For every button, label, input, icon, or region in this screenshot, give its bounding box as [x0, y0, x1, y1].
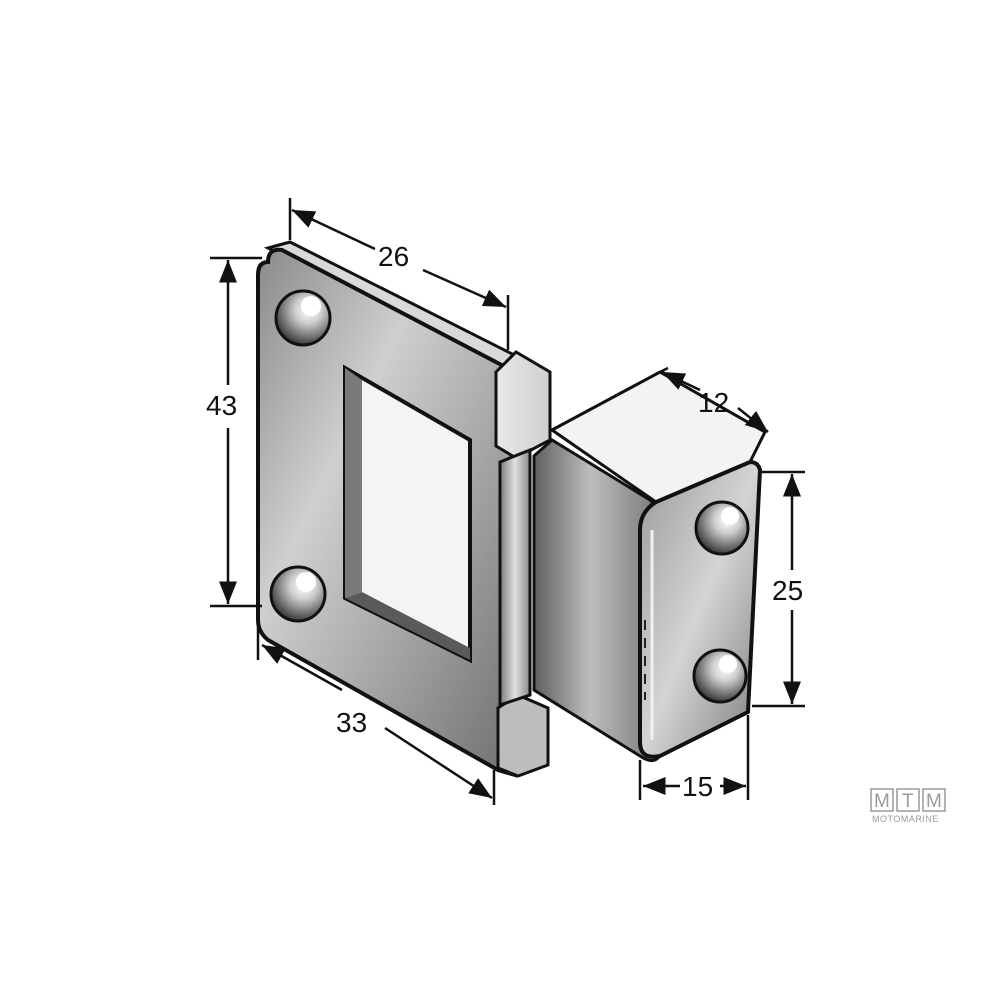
hole-bottom-left-icon	[269, 565, 327, 623]
dimension-label-12: 12	[698, 387, 729, 418]
left-leaf-upper-block	[494, 350, 552, 460]
dimension-label-26: 26	[378, 241, 409, 272]
right-leaf-top-face	[549, 370, 767, 504]
dimension-label-43: 43	[206, 390, 237, 421]
dimension-label-25: 25	[772, 575, 803, 606]
logo-letter-2: T	[902, 791, 914, 812]
left-leaf-lower-block	[496, 693, 550, 778]
hole-bottom-right-icon	[692, 648, 748, 704]
dimension-lines	[210, 198, 805, 805]
right-leaf-front	[638, 459, 763, 759]
logo-letter-3: M	[926, 791, 942, 812]
hinge-knuckle	[498, 447, 532, 708]
hole-top-left-icon	[274, 289, 332, 347]
dimension-label-15: 15	[682, 771, 713, 802]
left-leaf	[256, 240, 552, 778]
logo-letter-1: M	[874, 791, 890, 812]
right-leaf	[532, 370, 767, 763]
dimension-label-33: 33	[336, 707, 367, 738]
logo-subtitle: MOTOMARINE	[872, 814, 939, 824]
hole-top-right-icon	[694, 500, 750, 556]
motomarine-logo: M T M MOTOMARINE	[870, 788, 946, 824]
